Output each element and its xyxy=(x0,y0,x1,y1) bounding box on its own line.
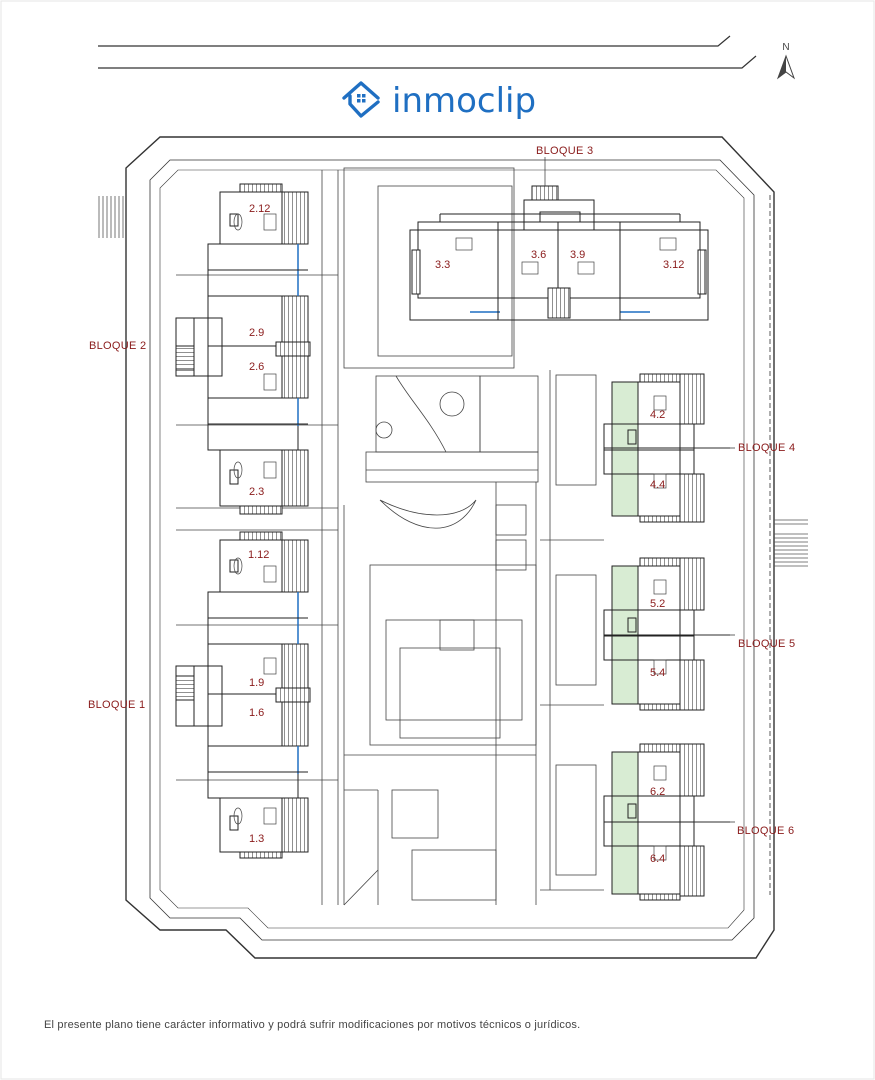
right-entrance xyxy=(774,519,808,567)
unit-label: 3.3 xyxy=(435,259,450,271)
unit-label: 1.6 xyxy=(249,707,264,719)
furniture xyxy=(233,213,677,861)
unit-label: 2.9 xyxy=(249,327,264,339)
house-logo-icon xyxy=(342,81,380,118)
label-leaders xyxy=(544,157,735,823)
block-label-bloque-4: BLOQUE 4 xyxy=(738,442,795,454)
disclaimer-text: El presente plano tiene carácter informa… xyxy=(44,1019,581,1031)
unit-label: 3.6 xyxy=(531,249,546,261)
unit-labels: 2.12 2.9 2.6 2.3 1.12 1.9 1.6 1.3 3.3 3.… xyxy=(248,203,684,865)
unit-label: 2.6 xyxy=(249,361,264,373)
brand-name: inmoclip xyxy=(392,81,536,121)
brand-logo: inmoclip xyxy=(342,81,536,121)
block-labels: BLOQUE 2 BLOQUE 1 BLOQUE 3 BLOQUE 4 BLOQ… xyxy=(88,145,795,837)
block-label-bloque-1: BLOQUE 1 xyxy=(88,699,145,711)
unit-label: 6.4 xyxy=(650,853,665,865)
building-bloque-2 xyxy=(175,183,311,515)
unit-label: 4.2 xyxy=(650,409,665,421)
building-bloque-1 xyxy=(175,531,311,859)
building-bloque-6 xyxy=(603,743,730,901)
building-bloque-4 xyxy=(603,373,730,523)
central-courtyard xyxy=(176,167,604,906)
unit-label: 6.2 xyxy=(650,786,665,798)
unit-label: 1.9 xyxy=(249,677,264,689)
unit-label: 1.3 xyxy=(249,833,264,845)
unit-label: 2.12 xyxy=(249,203,270,215)
block-label-bloque-6: BLOQUE 6 xyxy=(737,825,794,837)
block-label-bloque-3: BLOQUE 3 xyxy=(536,145,593,157)
block-label-bloque-5: BLOQUE 5 xyxy=(738,638,795,650)
unit-label: 4.4 xyxy=(650,479,665,491)
left-entrance xyxy=(98,196,124,238)
unit-label: 3.12 xyxy=(663,259,684,271)
road-lines xyxy=(98,35,757,69)
building-bloque-5 xyxy=(603,557,730,711)
building-bloque-3 xyxy=(409,185,709,321)
unit-label: 2.3 xyxy=(249,486,264,498)
unit-label: 1.12 xyxy=(248,549,269,561)
unit-label: 5.4 xyxy=(650,667,665,679)
unit-label: 5.2 xyxy=(650,598,665,610)
block-label-bloque-2: BLOQUE 2 xyxy=(89,340,146,352)
unit-label: 3.9 xyxy=(570,249,585,261)
compass-label: N xyxy=(782,42,789,53)
site-perimeter xyxy=(125,136,775,959)
north-arrow-icon: N xyxy=(776,42,796,80)
